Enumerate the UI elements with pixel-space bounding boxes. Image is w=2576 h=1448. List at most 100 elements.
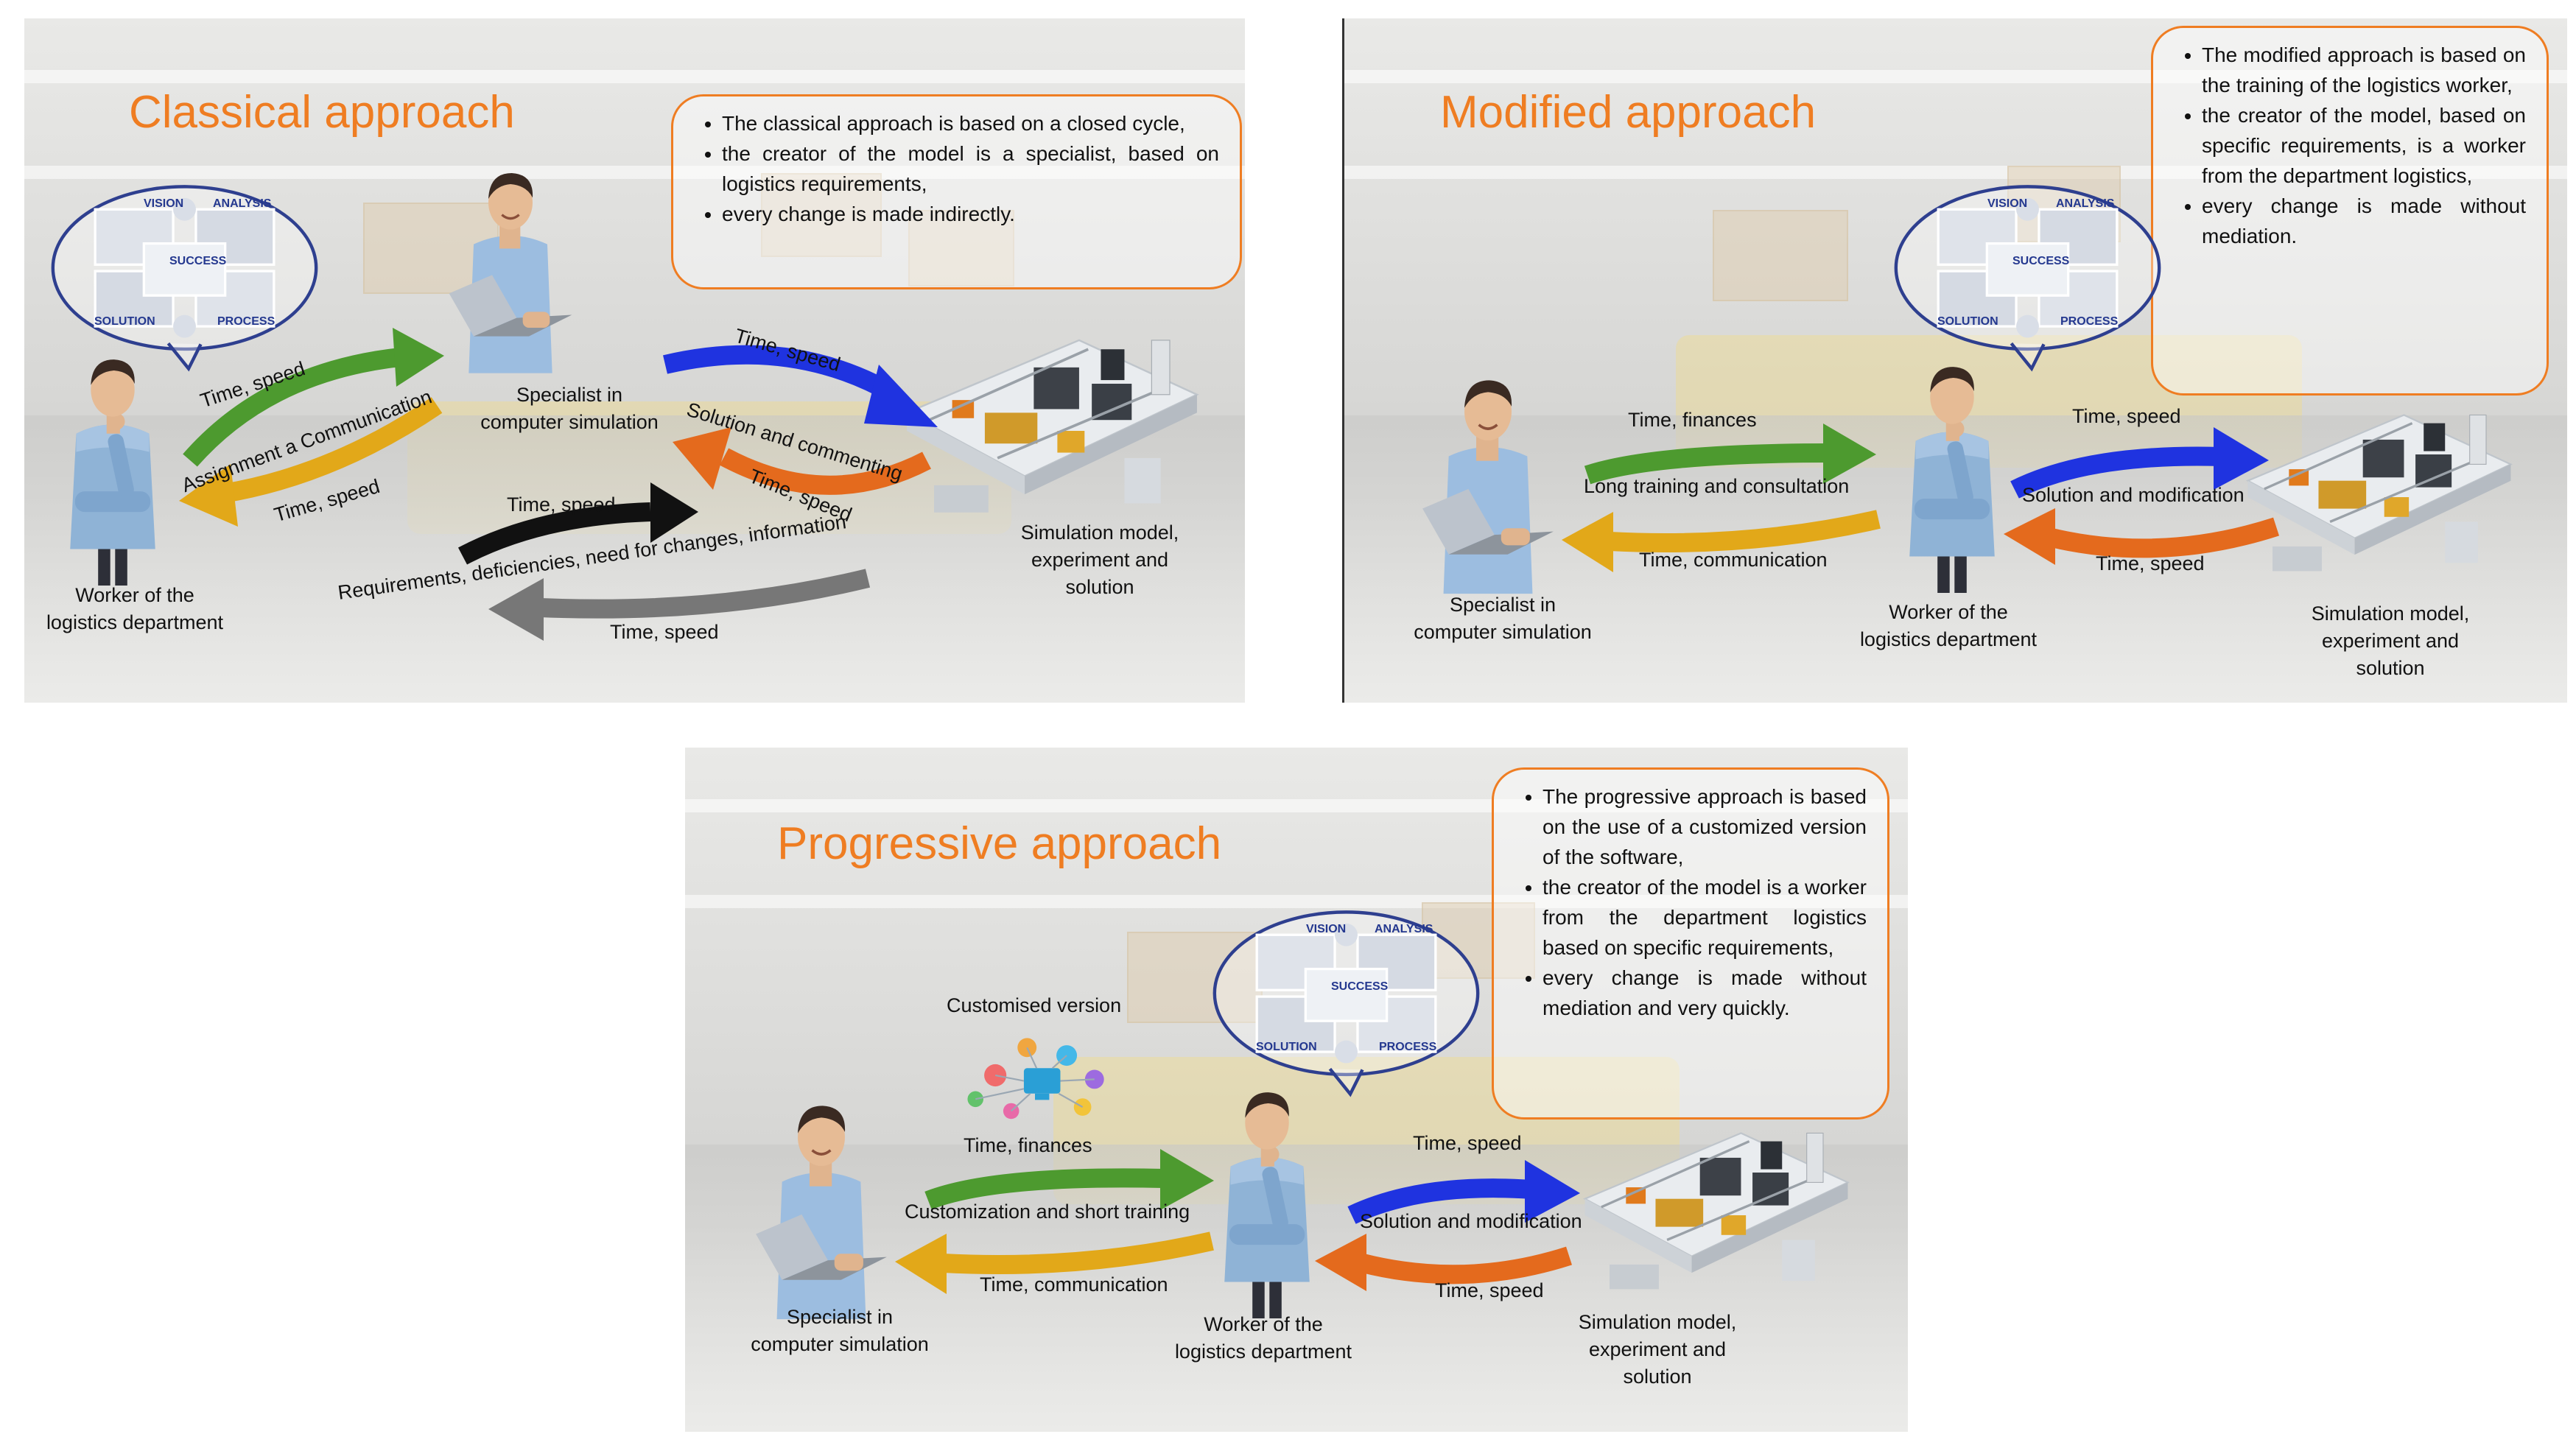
puzzle-success: SUCCESS	[2012, 255, 2070, 267]
modified-blue-label: Time, speed	[2072, 405, 2181, 427]
classical-bullet: The classical approach is based on a clo…	[722, 108, 1219, 138]
classical-black-label: Time, speed	[507, 493, 616, 516]
blue-arrowhead	[864, 365, 938, 427]
label-line: computer simulation	[1414, 621, 1592, 643]
shelf-decor	[24, 166, 1245, 179]
progressive-description: The progressive approach is based on the…	[1492, 767, 1889, 1120]
modified-green-label: Time, finances	[1628, 409, 1757, 431]
yellow-arrow	[942, 1231, 1214, 1274]
label-line: solution	[1623, 1366, 1692, 1388]
green-arrow	[183, 348, 401, 467]
puzzle-process: PROCESS	[217, 315, 276, 328]
label-line: Worker of the	[75, 584, 194, 606]
label-line: logistics department	[46, 611, 224, 633]
puzzle-analysis: ANALYSIS	[213, 197, 272, 210]
puzzle-vision: VISION	[1306, 923, 1347, 935]
modified-arrows	[1562, 423, 2279, 572]
blue-arrow	[2010, 446, 2222, 499]
progressive-panel: Progressive approach The progressive app…	[685, 748, 1908, 1432]
modified-worker-label: Worker of the logistics department	[1823, 599, 2074, 653]
classical-arrows	[179, 328, 938, 641]
label-line: Simulation model,	[1578, 1311, 1737, 1333]
orange-arrowhead	[2004, 508, 2055, 565]
modified-sim-label: Simulation model, experiment and solutio…	[2265, 600, 2516, 682]
puzzle-vision: VISION	[1987, 197, 2028, 210]
progressive-arrows	[895, 1149, 1580, 1294]
green-arrowhead	[1160, 1149, 1214, 1210]
shelf-decor	[24, 70, 1245, 83]
orange-arrow	[1360, 1246, 1572, 1284]
progressive-bullet: The progressive approach is based on the…	[1543, 781, 1867, 872]
modified-yellow-label: Time, communication	[1639, 549, 1828, 571]
puzzle-analysis: ANALYSIS	[1375, 923, 1433, 935]
modified-description: The modified approach is based on the tr…	[2151, 26, 2549, 396]
label-line: Simulation model,	[2311, 602, 2470, 625]
modified-middle-right-label: Solution and modification	[2022, 484, 2245, 506]
puzzle-analysis: ANALYSIS	[2056, 197, 2115, 210]
classical-description: The classical approach is based on a clo…	[671, 94, 1242, 289]
label-line: Specialist in	[516, 384, 623, 406]
label-line: Specialist in	[786, 1306, 894, 1328]
yellow-arrowhead	[895, 1234, 947, 1294]
modified-specialist-label: Specialist in computer simulation	[1378, 591, 1628, 646]
label-line: Worker of the	[1889, 601, 2008, 623]
classical-bullet: the creator of the model is a specialist…	[722, 138, 1219, 199]
label-line: experiment and	[2321, 630, 2460, 652]
progressive-yellow-label: Time, communication	[980, 1273, 1168, 1296]
box-decor	[761, 173, 882, 257]
label-line: solution	[2356, 657, 2425, 679]
progressive-worker-label: Worker of the logistics department	[1138, 1311, 1389, 1366]
shelf-decor	[1344, 70, 2567, 83]
progressive-blue-label: Time, speed	[1413, 1132, 1522, 1154]
label-line: computer simulation	[480, 411, 659, 433]
progressive-specialist-label: Specialist in computer simulation	[715, 1304, 965, 1358]
shelf-decor	[1344, 166, 2567, 179]
green-arrow	[1584, 443, 1831, 485]
modified-title: Modified approach	[1440, 87, 1817, 138]
green-arrowhead	[1823, 423, 1876, 484]
classical-worker-label: Worker of the logistics department	[24, 582, 260, 636]
modified-panel: Modified approach The modified approach …	[1344, 18, 2567, 703]
shelf-decor	[685, 799, 1908, 812]
classical-title: Classical approach	[129, 87, 515, 138]
puzzle-solution: SOLUTION	[1256, 1041, 1317, 1053]
modified-bullet: every change is made without mediation.	[2202, 191, 2526, 251]
classical-grey-bottom-label: Time, speed	[610, 621, 719, 643]
yellow-arrow	[1609, 510, 1881, 552]
blue-arrowhead	[1525, 1160, 1580, 1223]
label-line: Simulation model,	[1020, 521, 1179, 544]
black-arrow	[457, 502, 651, 565]
puzzle-process: PROCESS	[1379, 1041, 1437, 1053]
progressive-middle-right-label: Solution and modification	[1360, 1210, 1582, 1232]
modified-orange-label: Time, speed	[2096, 552, 2205, 574]
label-line: Worker of the	[1204, 1313, 1323, 1335]
progressive-bullet: every change is made without mediation a…	[1543, 963, 1867, 1023]
label-line: logistics department	[1859, 628, 2038, 650]
progressive-green-label: Time, finances	[964, 1134, 1092, 1156]
black-arrowhead	[650, 482, 698, 543]
progressive-orange-label: Time, speed	[1435, 1279, 1544, 1301]
yellow-arrowhead	[179, 464, 238, 527]
box-decor	[908, 210, 1014, 287]
grey-arrowhead	[488, 578, 544, 641]
puzzle-success: SUCCESS	[1331, 980, 1389, 993]
puzzle-vision: VISION	[144, 197, 184, 210]
panel-divider	[1342, 18, 1344, 703]
modified-bullet: The modified approach is based on the tr…	[2202, 40, 2526, 100]
label-line: solution	[1065, 576, 1134, 598]
shelf-decor	[685, 895, 1908, 908]
orange-arrow	[719, 448, 931, 495]
classical-bullet: every change is made indirectly.	[722, 199, 1219, 229]
yellow-arrow	[221, 397, 443, 503]
orange-arrowhead	[673, 427, 731, 490]
orange-arrowhead	[1315, 1234, 1366, 1291]
blue-arrow	[1347, 1178, 1533, 1224]
blue-arrowhead	[2214, 427, 2269, 490]
label-line: experiment and	[1031, 549, 1169, 571]
orange-arrow	[2049, 517, 2279, 558]
label-line: Specialist in	[1449, 594, 1557, 616]
box-decor	[1713, 210, 1848, 301]
progressive-sim-label: Simulation model, experiment and solutio…	[1532, 1309, 1783, 1391]
blue-arrow	[663, 345, 899, 403]
grey-arrow	[539, 569, 871, 619]
